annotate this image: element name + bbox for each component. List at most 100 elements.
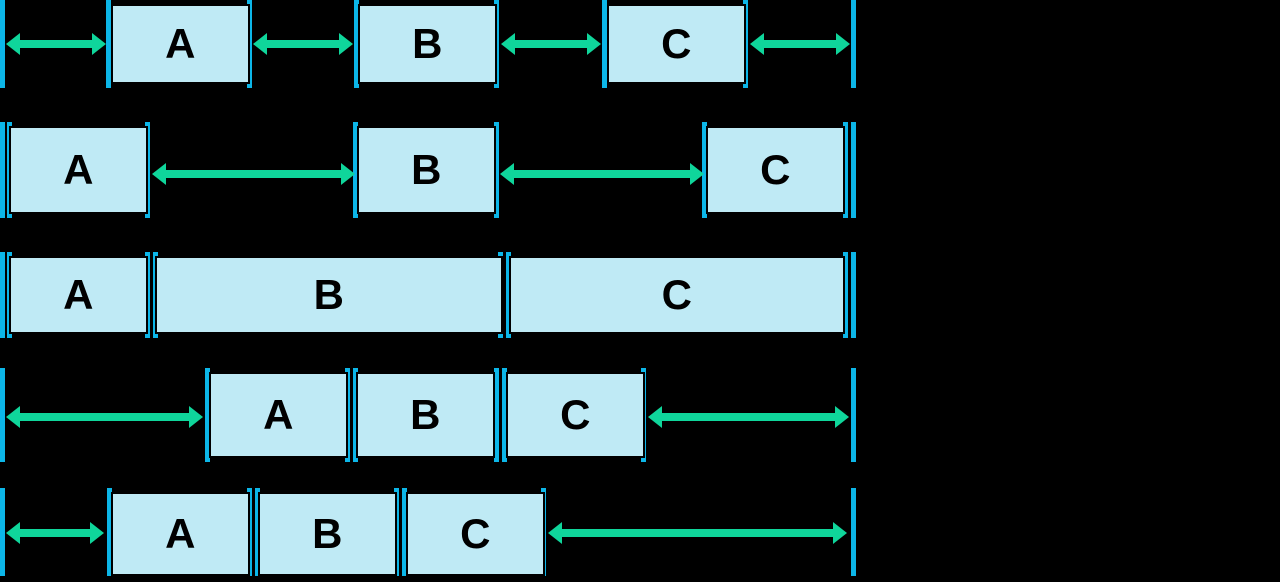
arrow-head-right-icon [690, 163, 704, 185]
flex-item-label: A [63, 271, 94, 318]
arrow-shaft [761, 40, 839, 48]
edge-tick-marker [851, 368, 856, 462]
arrow-head-right-icon [189, 406, 203, 428]
arrow-shaft [512, 40, 590, 48]
arrow-head-right-icon [835, 406, 849, 428]
arrow-head-left-icon [750, 33, 764, 55]
flex-item-box-c: C [506, 372, 645, 458]
gap-measure-arrow [500, 163, 704, 185]
gap-measure-arrow [6, 33, 106, 55]
arrow-head-right-icon [833, 522, 847, 544]
gap-measure-arrow [648, 406, 849, 428]
edge-tick-marker [0, 0, 5, 88]
gap-measure-arrow [253, 33, 353, 55]
arrow-head-right-icon [90, 522, 104, 544]
edge-tick-marker [506, 252, 511, 338]
flex-item-box-c: C [406, 492, 545, 576]
distribution-row-start: A B C [0, 488, 1280, 582]
arrow-head-left-icon [548, 522, 562, 544]
flex-item-box-c: C [706, 126, 845, 214]
flex-item-label: B [412, 20, 443, 67]
gap-measure-arrow [501, 33, 601, 55]
flex-item-box-a: A [9, 256, 148, 334]
arrow-shaft [659, 413, 838, 421]
distribution-row-space-between: A B C [0, 122, 1280, 224]
arrow-head-right-icon [836, 33, 850, 55]
edge-tick-marker [255, 488, 260, 576]
flex-item-box-c: C [509, 256, 845, 334]
edge-tick-marker [851, 488, 856, 576]
arrow-head-left-icon [6, 406, 20, 428]
flex-item-box-b: B [357, 126, 496, 214]
flex-item-label: B [313, 271, 345, 318]
flex-item-box-a: A [9, 126, 148, 214]
edge-tick-marker [402, 488, 407, 576]
flex-item-label: C [460, 510, 491, 557]
edge-tick-marker [353, 122, 358, 218]
edge-tick-marker [843, 122, 848, 218]
flex-item-label: A [63, 146, 94, 193]
edge-tick-marker [107, 488, 112, 576]
flex-item-label: A [165, 510, 196, 557]
gap-measure-arrow [548, 522, 847, 544]
edge-tick-marker [0, 368, 5, 462]
edge-tick-marker [851, 252, 856, 338]
flex-item-label: B [410, 391, 441, 438]
edge-tick-marker [502, 368, 507, 462]
edge-tick-marker [602, 0, 607, 88]
arrow-head-left-icon [6, 522, 20, 544]
arrow-shaft [17, 413, 192, 421]
arrow-head-left-icon [501, 33, 515, 55]
edge-tick-marker [0, 252, 5, 338]
edge-tick-marker [353, 368, 358, 462]
gap-measure-arrow [6, 522, 104, 544]
edge-tick-marker [494, 122, 499, 218]
flex-item-box-a: A [111, 4, 250, 84]
distribution-row-stretch: A B C [0, 252, 1280, 344]
flex-item-box-b: B [155, 256, 503, 334]
flex-item-label: A [165, 20, 196, 67]
flex-item-box-a: A [209, 372, 348, 458]
flex-item-box-c: C [607, 4, 746, 84]
edge-tick-marker [851, 122, 856, 218]
edge-tick-marker [0, 122, 5, 218]
gap-measure-arrow [152, 163, 355, 185]
arrow-shaft [163, 170, 344, 178]
gap-measure-arrow [6, 406, 203, 428]
flex-item-box-b: B [358, 4, 497, 84]
edge-tick-marker [494, 368, 499, 462]
flex-item-label: B [411, 146, 442, 193]
arrow-head-left-icon [648, 406, 662, 428]
flex-item-label: C [661, 271, 693, 318]
flex-item-box-a: A [111, 492, 250, 576]
distribution-row-center: A B C [0, 368, 1280, 468]
flex-item-label: A [263, 391, 294, 438]
flex-item-label: C [560, 391, 591, 438]
arrow-head-left-icon [500, 163, 514, 185]
edge-tick-marker [0, 488, 5, 576]
arrow-head-left-icon [152, 163, 166, 185]
arrow-shaft [264, 40, 342, 48]
edge-tick-marker [851, 0, 856, 88]
arrow-head-left-icon [6, 33, 20, 55]
flex-item-box-b: B [258, 492, 397, 576]
arrow-shaft [511, 170, 693, 178]
flex-item-label: C [661, 20, 692, 67]
arrow-shaft [17, 529, 93, 537]
arrow-head-right-icon [92, 33, 106, 55]
edge-tick-marker [106, 0, 111, 88]
flex-item-label: B [312, 510, 343, 557]
arrow-head-right-icon [341, 163, 355, 185]
edge-tick-marker [205, 368, 210, 462]
flex-item-label: C [760, 146, 791, 193]
arrow-head-left-icon [253, 33, 267, 55]
edge-tick-marker [702, 122, 707, 218]
edge-tick-marker [843, 252, 848, 338]
arrow-shaft [17, 40, 95, 48]
arrow-shaft [559, 529, 836, 537]
arrow-head-right-icon [339, 33, 353, 55]
gap-measure-arrow [750, 33, 850, 55]
arrow-head-right-icon [587, 33, 601, 55]
distribution-row-space-evenly: A B C [0, 0, 1280, 94]
